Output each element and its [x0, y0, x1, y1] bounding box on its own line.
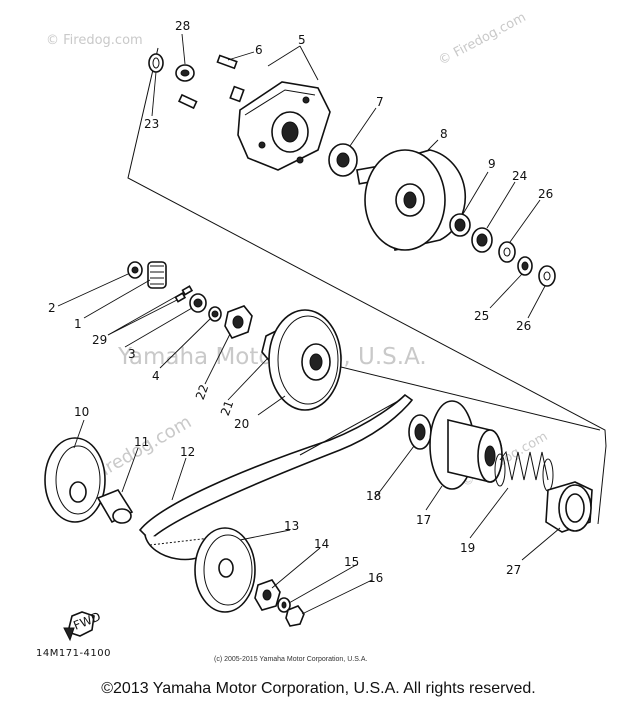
washer-28 [175, 64, 195, 82]
callout-21: 21 [218, 399, 236, 418]
washer-26-lower [538, 265, 556, 287]
callout-24: 24 [512, 169, 527, 183]
callout-15: 15 [344, 555, 359, 569]
callout-26-upper: 26 [538, 187, 553, 201]
callout-26-lower: 26 [516, 319, 531, 333]
callout-2: 2 [48, 301, 56, 315]
clutch-housing-8 [356, 149, 466, 251]
copyright-notice: ©2013 Yamaha Motor Corporation, U.S.A. A… [101, 680, 536, 697]
callout-22: 22 [193, 383, 211, 402]
callout-28: 28 [175, 19, 190, 33]
callout-17: 17 [416, 513, 431, 527]
washer-2 [127, 261, 143, 279]
callout-8: 8 [440, 127, 448, 141]
callout-4: 4 [152, 369, 160, 383]
washer-4 [208, 306, 222, 322]
callout-3: 3 [128, 347, 136, 361]
callout-16: 16 [368, 571, 383, 585]
primary-sheave-20 [268, 309, 342, 411]
nut-14 [254, 579, 281, 611]
callout-19: 19 [460, 541, 475, 555]
upper-frame-line [127, 47, 607, 447]
callout-27: 27 [506, 563, 521, 577]
bearing-3 [189, 293, 207, 313]
leader-lines [57, 33, 561, 615]
spacer-22 [224, 305, 253, 339]
washer-25 [517, 256, 533, 276]
callout-14: 14 [314, 537, 329, 551]
callout-12: 12 [180, 445, 195, 459]
callout-25: 25 [474, 309, 489, 323]
sliding-sheave-17 [429, 400, 503, 490]
callout-numbers: 28 6 5 23 7 8 9 24 26 2 1 29 3 4 22 21 2… [48, 19, 553, 585]
small-copyright: (c) 2005-2015 Yamaha Motor Corporation, … [214, 656, 368, 663]
collar-11 [96, 489, 134, 524]
pin-29 [174, 285, 194, 303]
washer-26-upper [498, 241, 516, 263]
compression-spring-19 [494, 450, 554, 492]
callout-7: 7 [376, 95, 384, 109]
callout-9: 9 [488, 157, 496, 171]
sheave-13 [194, 527, 256, 613]
callout-13: 13 [284, 519, 299, 533]
callout-1: 1 [74, 317, 82, 331]
forward-arrow-icon: FWD [63, 609, 103, 642]
watermark-top-right: © Firedog.com [436, 10, 528, 69]
circlip-23 [148, 53, 164, 73]
cam-27 [545, 481, 593, 533]
callout-10: 10 [74, 405, 89, 419]
bearing-7 [328, 143, 358, 177]
callout-11: 11 [134, 435, 149, 449]
frame-lines [127, 47, 607, 525]
callout-29: 29 [92, 333, 107, 347]
diagram-code: 14M171-4100 [36, 648, 111, 659]
callout-20: 20 [234, 417, 249, 431]
callout-18: 18 [366, 489, 381, 503]
right-frame-line [597, 445, 607, 525]
gear-1 [147, 261, 167, 289]
callout-5: 5 [298, 33, 306, 47]
needle-bearing-9 [449, 213, 471, 237]
nut-16 [285, 605, 305, 627]
clutch-carrier-5 [237, 81, 331, 171]
oil-seal-18 [408, 414, 432, 450]
secondary-sheave-10 [44, 437, 106, 523]
callout-6: 6 [255, 43, 263, 57]
callout-23: 23 [144, 117, 159, 131]
pin-6 [177, 54, 245, 110]
washer-15 [277, 597, 291, 613]
watermark-top-left: © Firedog.com [46, 33, 143, 48]
oil-seal-24 [471, 227, 493, 253]
